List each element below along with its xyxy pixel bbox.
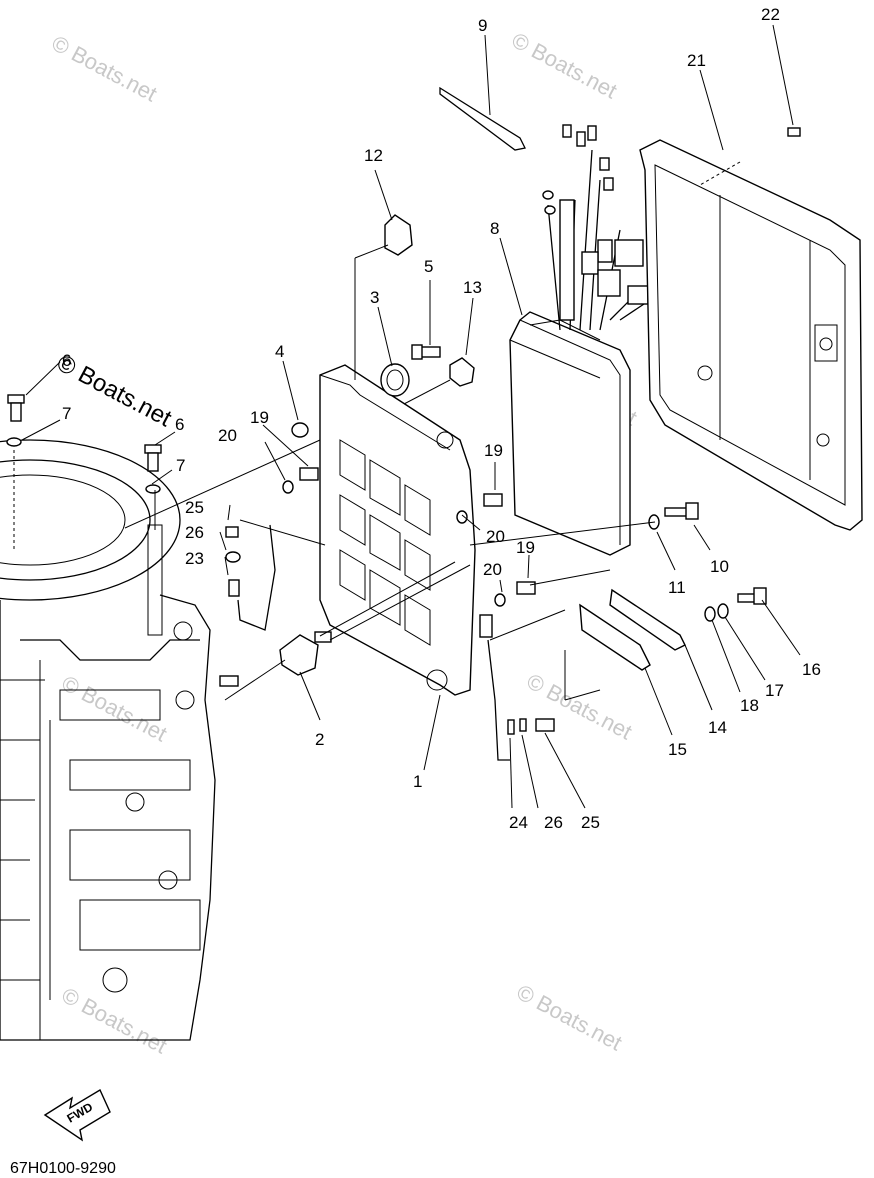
sensor-2 <box>219 631 332 687</box>
bolt-6-left <box>6 394 25 447</box>
callout-26-right: 26 <box>544 813 563 832</box>
callout-12: 12 <box>364 146 383 165</box>
callout-3: 3 <box>370 288 379 307</box>
bolt-10 <box>664 502 699 520</box>
ground-lead-left <box>225 524 276 631</box>
clip-12 <box>384 214 413 256</box>
callout-2: 2 <box>315 730 324 749</box>
watermark-2: © Boats.net <box>508 27 622 103</box>
bracket-plate <box>319 364 476 696</box>
callout-4: 4 <box>275 342 284 361</box>
screw-22 <box>787 127 801 137</box>
washer-4 <box>291 422 309 438</box>
washers-20 <box>282 480 506 607</box>
callout-19-lower: 19 <box>516 538 535 557</box>
grommet-3 <box>380 363 410 397</box>
assembly-lines <box>124 244 656 701</box>
callout-20-lower: 20 <box>483 560 502 579</box>
diagram-code: 67H0100-9290 <box>10 1160 116 1177</box>
bolt-6-right <box>144 444 162 494</box>
callout-19-mid: 19 <box>484 441 503 460</box>
callout-14: 14 <box>708 718 727 737</box>
callout-26-left: 26 <box>185 523 204 542</box>
callout-18: 18 <box>740 696 759 715</box>
callout-21: 21 <box>687 51 706 70</box>
callout-11: 11 <box>668 578 686 597</box>
bolt-16 <box>737 587 767 605</box>
callout-19-upper: 19 <box>250 408 269 427</box>
callout-20-upper: 20 <box>218 426 237 445</box>
callout-5: 5 <box>424 257 433 276</box>
callout-13: 13 <box>463 278 482 297</box>
callout-7-left: 7 <box>62 404 71 423</box>
callout-1: 1 <box>413 772 422 791</box>
bracket-14-15 <box>579 588 686 671</box>
callout-6-left: 6 <box>62 351 71 370</box>
callout-22: 22 <box>761 5 780 24</box>
collar-5 <box>411 344 441 360</box>
clip-13 <box>449 357 475 387</box>
watermark-6: © Boats.net <box>58 982 172 1058</box>
callout-9: 9 <box>478 16 487 35</box>
callout-8: 8 <box>490 219 499 238</box>
callout-15: 15 <box>668 740 687 759</box>
callout-16: 16 <box>802 660 821 679</box>
watermark-4: © Boats.net <box>58 670 172 746</box>
ground-lead-right <box>479 614 555 761</box>
callout-25-left: 25 <box>185 498 204 517</box>
washer-17-18 <box>704 603 729 622</box>
callout-25-right: 25 <box>581 813 600 832</box>
ecu-box <box>509 311 631 556</box>
engine-block <box>0 439 216 1041</box>
callout-17: 17 <box>765 681 784 700</box>
callout-20-mid: 20 <box>486 527 505 546</box>
fwd-arrow: FWD <box>43 1088 111 1142</box>
callout-6-right: 6 <box>175 415 184 434</box>
watermark-1: © Boats.net <box>48 30 162 106</box>
callout-24: 24 <box>509 813 528 832</box>
watermark-7: © Boats.net <box>513 979 627 1055</box>
watermark-5: © Boats.net <box>523 668 637 744</box>
cover <box>639 139 863 531</box>
callout-10: 10 <box>710 557 729 576</box>
wiring-harness <box>542 124 651 331</box>
leader-lines <box>21 24 801 809</box>
cable-tie-9 <box>439 86 526 151</box>
callout-7-right: 7 <box>176 456 185 475</box>
callout-23: 23 <box>185 549 204 568</box>
callout-labels: 9 22 21 12 8 5 13 3 4 6 7 6 7 19 20 19 2… <box>62 5 821 832</box>
